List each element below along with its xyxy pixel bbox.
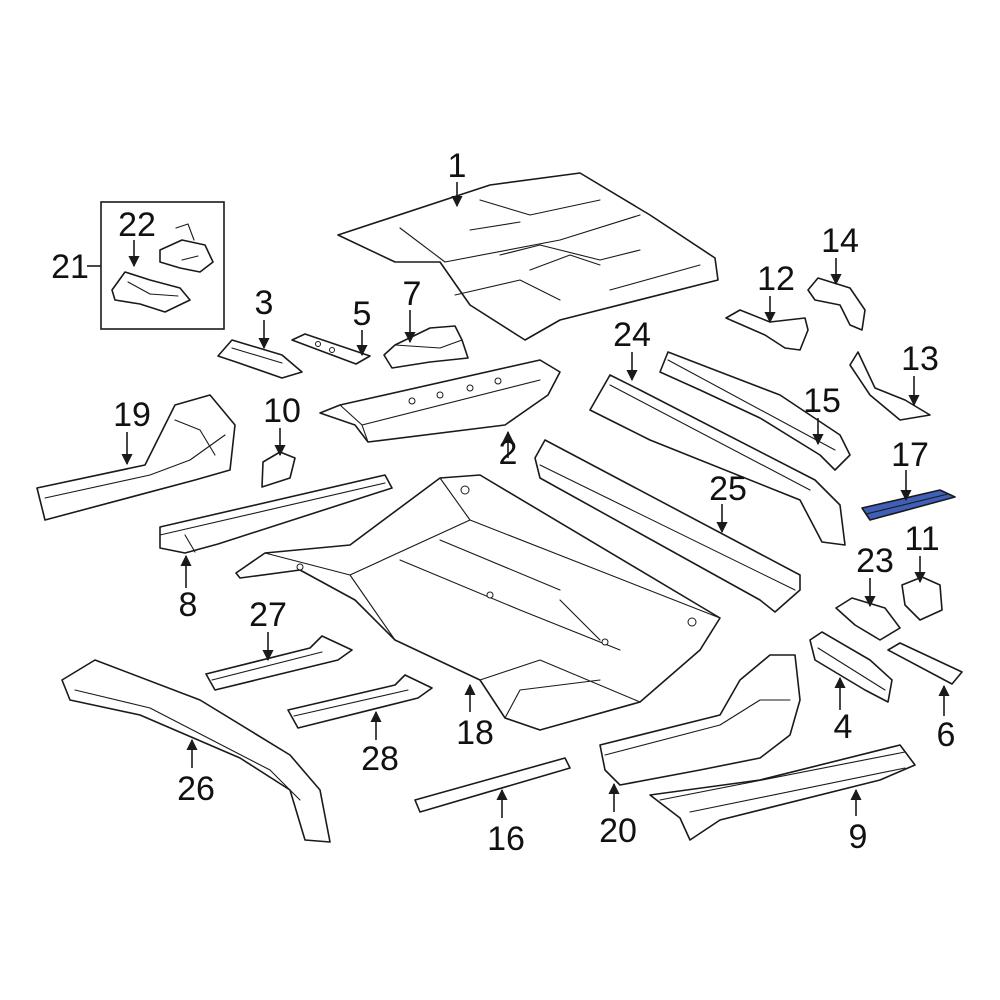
callout-16: 16: [487, 820, 525, 858]
callout-5: 5: [353, 295, 372, 333]
part-3-crossmember-bracket[interactable]: [217, 339, 303, 379]
part-4-bracket[interactable]: [809, 631, 893, 703]
part-8-rail[interactable]: [159, 474, 393, 554]
callout-8: 8: [179, 586, 198, 624]
callout-22: 22: [118, 206, 156, 244]
callout-4: 4: [834, 708, 853, 746]
callout-25: 25: [709, 470, 747, 508]
part-16-sill-strip[interactable]: [414, 757, 571, 813]
part-1-rear-floor-pan[interactable]: [337, 172, 719, 341]
callout-3: 3: [255, 284, 274, 322]
callout-24: 24: [613, 316, 651, 354]
callout-1: 1: [448, 147, 467, 185]
part-18-front-floor-pan[interactable]: [235, 474, 721, 731]
callout-13: 13: [901, 340, 939, 378]
part-24-member[interactable]: [589, 374, 846, 546]
callout-17: 17: [891, 436, 929, 474]
part-27-reinforcement[interactable]: [205, 635, 353, 691]
part-12-bracket[interactable]: [725, 309, 809, 351]
part-25-rail[interactable]: [534, 439, 801, 613]
callout-18: 18: [456, 714, 494, 752]
callout-20: 20: [599, 812, 637, 850]
part-7-bracket[interactable]: [383, 325, 469, 369]
callout-26: 26: [177, 770, 215, 808]
callout-27: 27: [249, 596, 287, 634]
callout-21: 21: [51, 248, 89, 286]
part-17-highlighted-strip[interactable]: [861, 489, 956, 521]
callout-6: 6: [937, 716, 956, 754]
part-28-reinforcement[interactable]: [287, 674, 433, 729]
callout-12: 12: [757, 260, 795, 298]
part-15-member[interactable]: [659, 351, 851, 471]
part-6-plate[interactable]: [887, 642, 963, 685]
part-9-rocker[interactable]: [649, 744, 916, 841]
part-22-bracket[interactable]: [111, 223, 214, 313]
part-10-bracket[interactable]: [261, 451, 296, 488]
part-23-bracket[interactable]: [835, 597, 901, 641]
callout-11: 11: [904, 520, 939, 558]
part-2-crossmember[interactable]: [319, 359, 561, 443]
callout-23: 23: [856, 542, 894, 580]
callout-9: 9: [849, 818, 868, 856]
part-5-plate[interactable]: [291, 333, 371, 365]
callout-28: 28: [361, 740, 399, 778]
callout-15: 15: [803, 382, 841, 420]
callout-7: 7: [403, 275, 422, 313]
part-14-bracket[interactable]: [807, 277, 866, 331]
part-11-bracket[interactable]: [901, 576, 943, 621]
part-19-side-member[interactable]: [36, 394, 236, 521]
callout-14: 14: [821, 222, 859, 260]
part-26-side-rail[interactable]: [61, 659, 331, 843]
callout-2: 2: [499, 434, 518, 472]
callout-10: 10: [263, 392, 301, 430]
callout-19: 19: [113, 396, 151, 434]
part-20-side-member[interactable]: [599, 654, 801, 786]
